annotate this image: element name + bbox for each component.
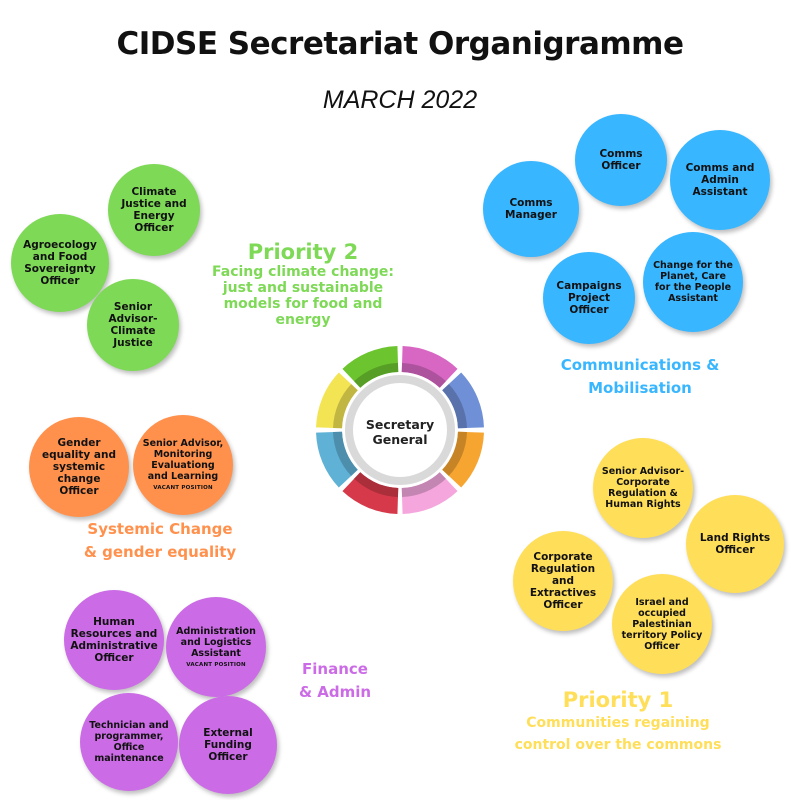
wheel-segment-shade bbox=[333, 431, 358, 476]
role-climate-justice-energy-officer: Climate Justice and Energy Officer bbox=[108, 164, 200, 256]
role-comms-admin-assistant: Comms and Admin Assistant bbox=[670, 130, 770, 230]
role-senior-advisor-mel: Senior Advisor, Monitoring Evaluationg a… bbox=[133, 415, 233, 515]
role-senior-advisor-corporate-regulation: Senior Advisor-Corporate Regulation & Hu… bbox=[593, 438, 693, 538]
role-external-funding-officer: External Funding Officer bbox=[179, 696, 277, 794]
priority2-desc-line3: models for food and bbox=[223, 296, 383, 312]
communications-label: Communications & Mobilisation bbox=[560, 356, 720, 397]
wheel-segment-shade bbox=[442, 431, 467, 476]
wheel-center bbox=[353, 383, 447, 477]
page-subtitle: MARCH 2022 bbox=[322, 86, 478, 114]
priority2-heading: Priority 2 bbox=[247, 240, 359, 264]
role-comms-manager: Comms Manager bbox=[483, 161, 579, 257]
vacant-badge: VACANT POSITION bbox=[186, 661, 246, 668]
secretary-general-label: Secretary General bbox=[365, 417, 435, 447]
role-gender-equality-officer: Gender equality and systemic change Offi… bbox=[29, 417, 129, 517]
priority2-desc-line4: energy bbox=[275, 312, 331, 328]
role-corporate-regulation-extractives-officer: Corporate Regulation and Extractives Off… bbox=[513, 531, 613, 631]
wheel-segment bbox=[342, 472, 399, 514]
priority2-label: Priority 2 Facing climate change: just a… bbox=[178, 240, 428, 328]
role-agroecology-food-sovereignty-officer: Agroecology and Food Sovereignty Officer bbox=[11, 214, 109, 312]
wheel-segment bbox=[342, 346, 399, 388]
role-campaigns-project-officer: Campaigns Project Officer bbox=[543, 252, 635, 344]
priority2-desc-line1: Facing climate change: bbox=[212, 264, 394, 280]
page-title: CIDSE Secretariat Organigramme bbox=[116, 26, 684, 62]
vacant-badge: VACANT POSITION bbox=[153, 485, 213, 491]
wheel-segment-shade bbox=[354, 363, 399, 388]
wheel-segment bbox=[316, 372, 358, 429]
role-israel-opt-policy-officer: Israel and occupied Palestinian territor… bbox=[612, 574, 712, 674]
wheel-segment bbox=[442, 431, 484, 488]
wheel-segment-shade bbox=[354, 472, 399, 497]
role-change-for-planet-assistant: Change for the Planet, Care for the Peop… bbox=[643, 232, 743, 332]
wheel-segment-shade bbox=[401, 363, 446, 388]
wheel-segment bbox=[401, 346, 458, 388]
priority1-desc-line1: Communities regaining bbox=[526, 715, 710, 731]
wheel-segment-shade bbox=[333, 384, 358, 429]
wheel-segment-shade bbox=[401, 472, 446, 497]
role-hr-administrative-officer: Human Resources and Administrative Offic… bbox=[64, 590, 164, 690]
role-senior-advisor-climate-justice: Senior Advisor-Climate Justice bbox=[87, 279, 179, 371]
wheel-segment bbox=[316, 431, 358, 488]
wheel-segment bbox=[401, 472, 458, 514]
systemic-label: Systemic Change & gender equality bbox=[83, 520, 237, 561]
wheel-segment-shade bbox=[442, 384, 467, 429]
role-land-rights-officer: Land Rights Officer bbox=[686, 495, 784, 593]
priority1-desc-line2: control over the commons bbox=[514, 737, 722, 753]
role-admin-logistics-assistant: Administration and Logistics Assistant V… bbox=[166, 597, 266, 697]
role-comms-officer: Comms Officer bbox=[575, 114, 667, 206]
priority2-desc-line2: just and sustainable bbox=[222, 280, 384, 296]
priority1-heading: Priority 1 bbox=[562, 688, 674, 712]
sdg-wheel bbox=[316, 346, 484, 514]
wheel-segment bbox=[442, 372, 484, 429]
finance-label: Finance & Admin bbox=[298, 660, 372, 701]
priority1-label: Priority 1 Communities regaining control… bbox=[493, 688, 743, 756]
role-technician-programmer: Technician and programmer, Office mainte… bbox=[80, 693, 178, 791]
